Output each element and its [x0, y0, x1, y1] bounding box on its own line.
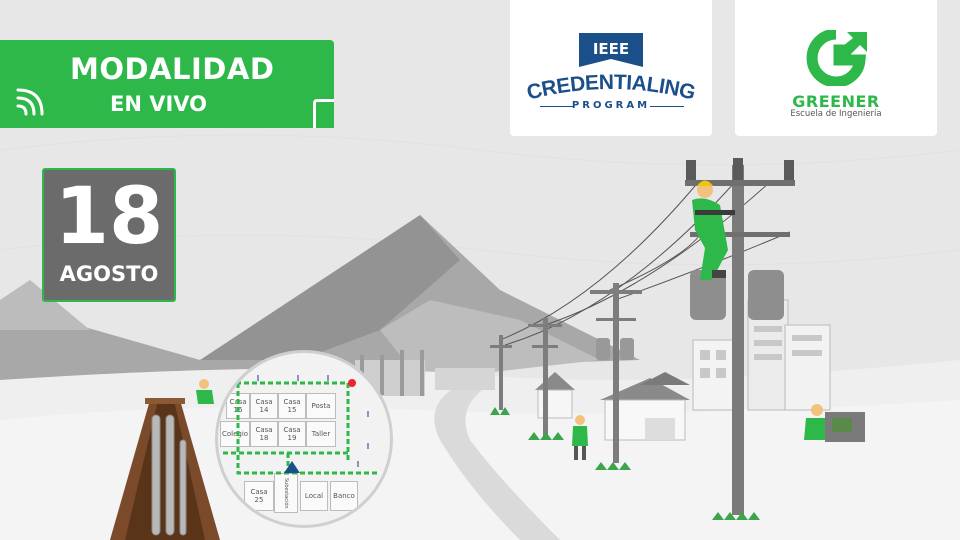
- date-day: 18: [54, 172, 164, 262]
- map-cell: Casa 18: [250, 421, 278, 447]
- program-line-left: [540, 106, 574, 107]
- ieee-badge-text: IEEE: [592, 40, 630, 58]
- banner-subtitle: EN VIVO: [110, 92, 208, 116]
- program-text: PROGRAM: [571, 100, 651, 111]
- program-line-right: [650, 106, 684, 107]
- map-cell: Casa 25: [244, 481, 274, 511]
- map-cell: Colegio: [220, 421, 250, 447]
- event-date: 18 AGOSTO: [42, 168, 176, 302]
- greener-subtitle: Escuela de Ingeniería: [790, 109, 882, 119]
- map-cell: Casa 14: [250, 393, 278, 419]
- map-cell: Casa 15: [278, 393, 306, 419]
- wifi-signal-icon: [16, 88, 44, 116]
- map-cell: Casa 19: [278, 421, 306, 447]
- greener-name: GREENER: [792, 92, 880, 111]
- ieee-logo-card: IEEE CREDENTIALING PROGRAM: [510, 0, 712, 136]
- map-cell: Local: [300, 481, 328, 511]
- map-routes: [223, 375, 378, 475]
- circular-street-map: Casa 16 Casa 14 Casa 15 Posta Colegio Ca…: [215, 350, 393, 528]
- map-cell: Taller: [306, 421, 336, 447]
- banner-title: MODALIDAD: [70, 52, 275, 86]
- credentialing-wordmark: CREDENTIALING: [525, 71, 698, 104]
- date-month: AGOSTO: [59, 262, 159, 286]
- banner-corner-notch: [313, 99, 334, 128]
- map-cell: Posta: [306, 393, 336, 419]
- greener-logo-card: GREENER Escuela de Ingeniería: [735, 0, 937, 136]
- greener-g-icon: [806, 30, 867, 86]
- live-mode-banner: MODALIDAD EN VIVO: [0, 40, 334, 128]
- ieee-ribbon-icon: [579, 33, 643, 67]
- map-cell: Banco: [330, 481, 358, 511]
